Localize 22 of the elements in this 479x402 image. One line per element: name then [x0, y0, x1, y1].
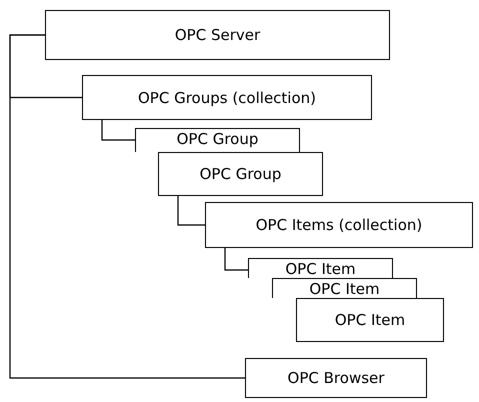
object-box	[135, 128, 300, 152]
connector-line	[101, 120, 135, 141]
object-box	[205, 202, 473, 248]
connector-line	[9, 34, 245, 379]
object-name: OPC Item	[285, 260, 356, 278]
object-name: OPC Item	[309, 280, 380, 298]
object-box	[82, 75, 372, 120]
object-name: OPC Group	[200, 165, 282, 183]
object-box	[245, 358, 427, 398]
object-box	[272, 278, 417, 298]
object-name: OPC Group	[176, 130, 258, 148]
object-name: OPC Items (collection)	[256, 216, 422, 234]
object-name: OPC Groups (collection)	[138, 88, 316, 106]
object-box	[158, 152, 323, 196]
connector-line	[224, 248, 248, 271]
object-box	[45, 10, 390, 60]
object-name: OPC Server	[174, 26, 260, 44]
object-box	[248, 258, 393, 278]
object-name: OPC Browser	[288, 369, 384, 387]
object-box	[296, 298, 444, 342]
object-name: OPC Item	[334, 311, 406, 329]
connector-line	[177, 196, 205, 226]
